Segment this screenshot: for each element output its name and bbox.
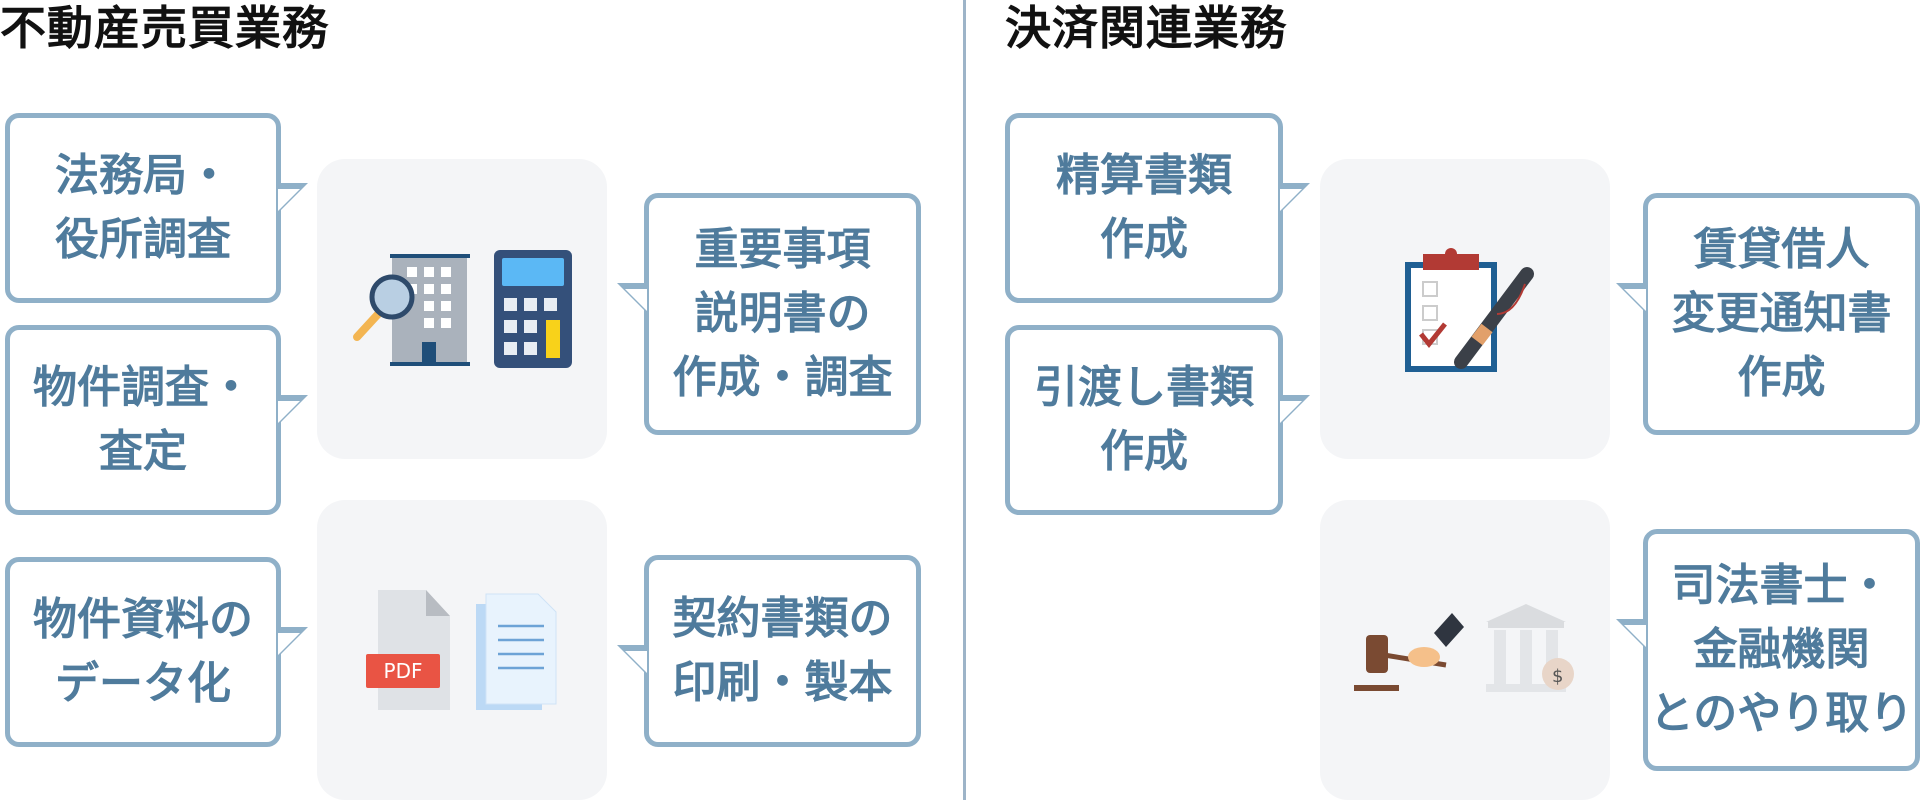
bubble-handover-docs: 引渡し書類 作成 [1005, 325, 1310, 515]
bubble-property-survey: 物件調査・ 査定 [5, 325, 308, 515]
icon-card-legal-bank: $ [1320, 500, 1610, 800]
bubble-data-conversion: 物件資料の データ化 [5, 557, 308, 747]
section-title-real-estate: 不動産売買業務 [0, 1, 329, 55]
building-search-icon [353, 253, 470, 366]
calculator-icon [494, 250, 572, 368]
bubble-settlement-docs: 精算書類 作成 [1005, 113, 1310, 303]
bubble-tenant-change-notice: 賃貸借人 変更通知書 作成 [1616, 193, 1920, 435]
icon-card-survey [317, 159, 607, 459]
pdf-file-icon: PDF [366, 590, 454, 710]
section-divider [963, 0, 966, 800]
clipboard-pen-icon [1405, 248, 1534, 372]
bubble-scrivener-bank-communication: 司法書士・ 金融機関 とのやり取り [1616, 529, 1920, 771]
icon-card-documents: PDF [317, 500, 607, 800]
icon-card-clipboard [1320, 159, 1610, 459]
bubble-important-matters: 重要事項 説明書の 作成・調査 [617, 193, 921, 435]
bubble-contract-printing: 契約書類の 印刷・製本 [617, 555, 921, 747]
bubble-legal-affairs-survey: 法務局・ 役所調査 [5, 113, 308, 303]
section-title-settlement: 決済関連業務 [1005, 1, 1287, 55]
gavel-handshake-icon [1354, 613, 1464, 691]
document-stack-icon [476, 593, 557, 710]
svg-text:$: $ [1552, 666, 1563, 687]
bank-moneybag-icon: $ [1486, 604, 1574, 692]
pdf-label: PDF [366, 654, 440, 688]
